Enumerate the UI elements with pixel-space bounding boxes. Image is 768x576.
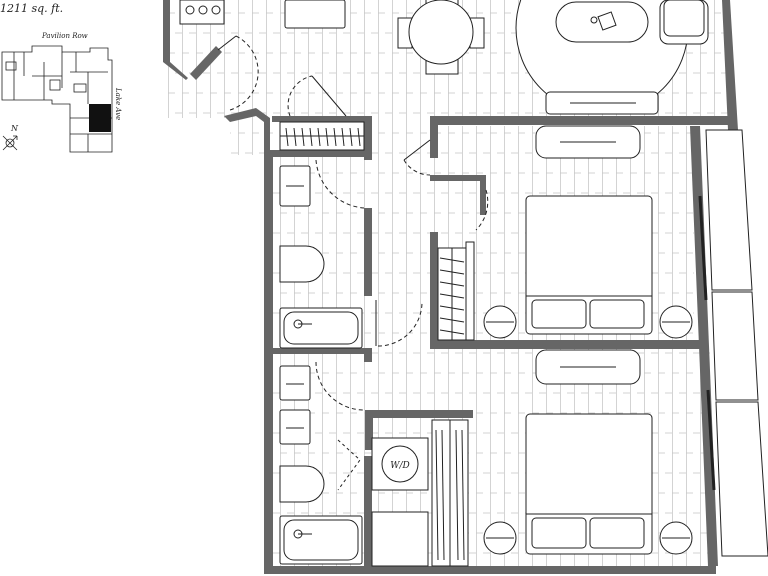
desk — [284, 0, 346, 29]
vanity-sink-a — [279, 365, 311, 401]
north-arrow-icon — [2, 135, 18, 151]
unit-highlight — [89, 104, 111, 132]
dining-table — [397, 0, 485, 75]
key-plan: 1211 sq. ft. Pavilion Row Lake Ave — [0, 2, 122, 153]
living-furniture — [179, 0, 709, 115]
building-footprint — [1, 45, 113, 153]
doors — [217, 35, 489, 491]
bathroom-1 — [279, 165, 363, 349]
closet-entry — [279, 121, 365, 151]
toilet — [279, 465, 325, 503]
vanity-sink-b — [279, 409, 311, 445]
toilet — [279, 245, 325, 283]
bedroom-2-furniture — [483, 349, 693, 555]
closet-bedroom1 — [437, 241, 475, 341]
area-label: 1211 sq. ft. — [0, 2, 63, 15]
closet-bedroom2 — [431, 419, 469, 567]
cooktop — [179, 0, 225, 25]
round-rug — [515, 0, 689, 115]
north-label: N — [10, 124, 19, 133]
laundry — [371, 437, 429, 567]
washer-dryer-label: W/D — [390, 461, 410, 471]
bathroom-2 — [279, 365, 363, 565]
windows — [698, 129, 768, 557]
bedroom-1-furniture — [483, 125, 693, 339]
armchair — [659, 0, 709, 45]
walls — [163, 0, 738, 574]
street-lake-ave: Lake Ave — [114, 87, 122, 120]
street-pavilion-row: Pavilion Row — [41, 32, 88, 40]
